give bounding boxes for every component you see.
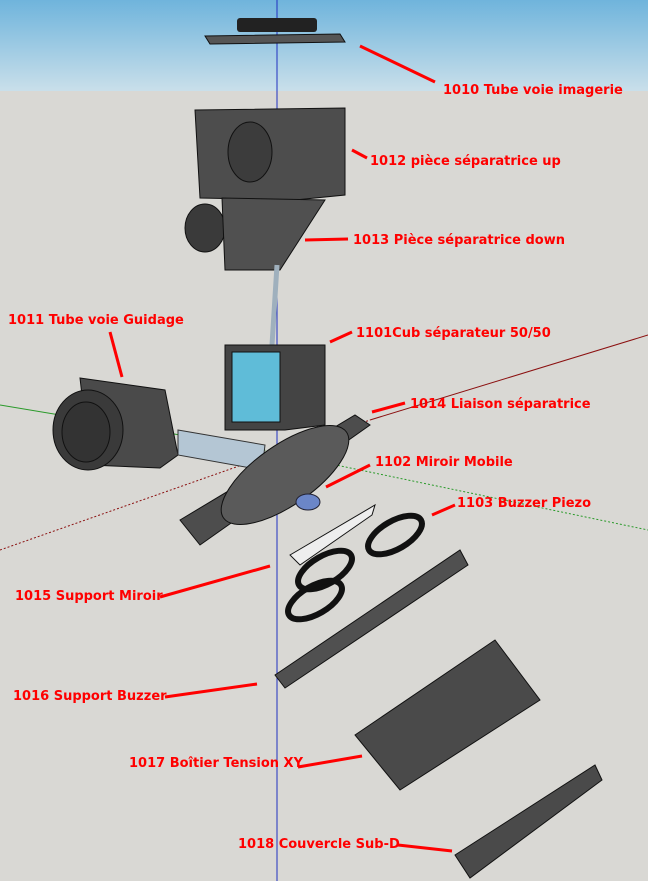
light-beam (269, 264, 280, 346)
part-1014-liaison-separatrice (179, 414, 371, 546)
leader-lines (108, 44, 456, 853)
part-1102-miroir-mobile (295, 493, 321, 511)
label-1018: 1018 Couvercle Sub-D (238, 837, 400, 852)
part-1017-boitier-tension-xy (354, 639, 541, 791)
part-1101-cube-separateur (224, 344, 326, 431)
label-1102: 1102 Miroir Mobile (375, 455, 513, 470)
label-1010: 1010 Tube voie imagerie (443, 83, 623, 98)
part-1103-buzzer-piezo (285, 512, 425, 623)
red-axis (369, 334, 648, 421)
label-1012: 1012 pièce séparatrice up (370, 154, 561, 169)
part-1010-tube-imagerie (204, 18, 346, 45)
part-1012-piece-separatrice-up (194, 107, 346, 201)
label-1014: 1014 Liaison séparatrice (410, 397, 591, 412)
label-1015: 1015 Support Miroir (15, 589, 163, 604)
label-1016: 1016 Support Buzzer (13, 689, 167, 704)
part-1016-support-buzzer (274, 549, 469, 689)
label-1017: 1017 Boîtier Tension XY (129, 756, 303, 771)
part-1018-couvercle-subd (454, 764, 603, 879)
red-axis-dotted (0, 419, 371, 551)
part-1013-piece-separatrice-down (184, 197, 326, 271)
sky-background (0, 0, 648, 91)
label-1101: 1101Cub séparateur 50/50 (356, 326, 551, 341)
label-1103: 1103 Buzzer Piezo (457, 496, 592, 511)
label-1013: 1013 Pièce séparatrice down (353, 233, 566, 248)
part-1015-support-miroir (289, 503, 376, 566)
label-1011: 1011 Tube voie Guidage (8, 313, 184, 328)
